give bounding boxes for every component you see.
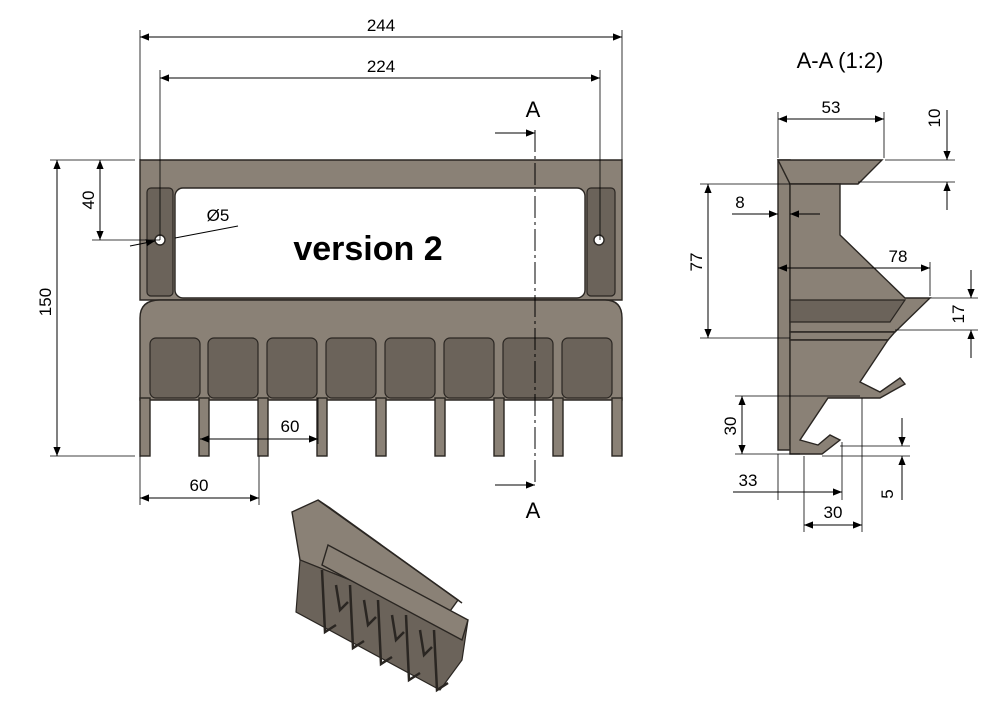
dim-77: 77 <box>687 253 706 272</box>
iso-hooks <box>320 569 449 693</box>
section-lower-body <box>789 339 907 455</box>
dim-hole-dia: Ø5 <box>207 206 230 225</box>
dim-78: 78 <box>889 247 908 266</box>
iso-back-plate <box>291 499 459 619</box>
dim-224: 224 <box>367 57 395 76</box>
dim-30-vertical: 30 <box>721 417 740 436</box>
section-marker-bottom: A <box>526 498 541 523</box>
dim-60-lower: 60 <box>190 476 209 495</box>
front-hook-prongs <box>139 397 623 457</box>
dim-40: 40 <box>79 191 98 210</box>
dim-33: 33 <box>739 471 758 490</box>
section-cut-diagonal <box>789 331 897 341</box>
front-lower-shelf <box>139 299 623 401</box>
section-top-lip <box>776 159 884 185</box>
section-marker-top: A <box>526 97 541 122</box>
dim-8: 8 <box>735 193 744 212</box>
dim-244: 244 <box>367 16 395 35</box>
dim-60-mid: 60 <box>281 417 300 436</box>
front-view: version 2 A A <box>139 97 623 523</box>
section-view: A-A (1:2) <box>776 48 932 455</box>
section-title: A-A (1:2) <box>797 48 884 73</box>
isometric-view <box>291 499 469 693</box>
dim-10: 10 <box>925 109 944 128</box>
section-shelf-tray <box>789 299 907 323</box>
dim-30-horizontal: 30 <box>824 503 843 522</box>
version-label: version 2 <box>293 230 442 268</box>
dim-17: 17 <box>949 305 968 324</box>
dim-53: 53 <box>822 98 841 117</box>
iso-shelf <box>321 543 469 642</box>
front-right-hole <box>593 234 605 246</box>
iso-top-lip <box>317 499 463 604</box>
section-dimensions: 53 10 8 77 78 17 30 33 <box>687 98 978 532</box>
dim-5: 5 <box>878 489 897 498</box>
front-slots <box>149 337 613 399</box>
front-window <box>174 187 586 299</box>
dim-150: 150 <box>36 288 55 316</box>
front-dimensions: 244 224 150 40 Ø5 60 60 <box>36 16 623 505</box>
